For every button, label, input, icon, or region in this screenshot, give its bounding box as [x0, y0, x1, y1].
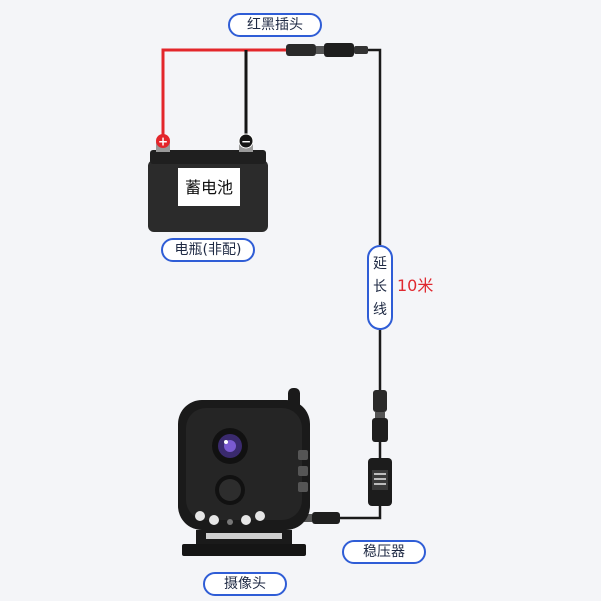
camera-connector	[304, 512, 340, 524]
plug-label: 红黑插头	[228, 13, 322, 37]
battery: 蓄电池	[148, 142, 268, 232]
battery-name: 蓄电池	[185, 178, 233, 197]
extension-cable	[368, 48, 382, 245]
extension-char-3: 线	[373, 302, 387, 318]
regulator-label: 稳压器	[342, 540, 426, 564]
camera-label: 摄像头	[203, 572, 287, 596]
svg-text:−: −	[241, 135, 251, 149]
camera	[178, 388, 310, 556]
negative-terminal-icon: −	[238, 133, 254, 149]
inline-connector	[372, 390, 388, 442]
extension-char-2: 长	[373, 279, 387, 295]
svg-text:+: +	[158, 135, 168, 149]
length-label: 10米	[397, 276, 434, 295]
positive-wire	[161, 48, 290, 142]
battery-note-label: 电瓶(非配)	[161, 238, 255, 262]
extension-char-1: 延	[373, 256, 387, 272]
plug-connector	[286, 43, 368, 57]
positive-terminal-icon: +	[156, 134, 170, 149]
regulator-module	[368, 458, 392, 506]
extension-label: 延 长 线	[367, 245, 393, 330]
